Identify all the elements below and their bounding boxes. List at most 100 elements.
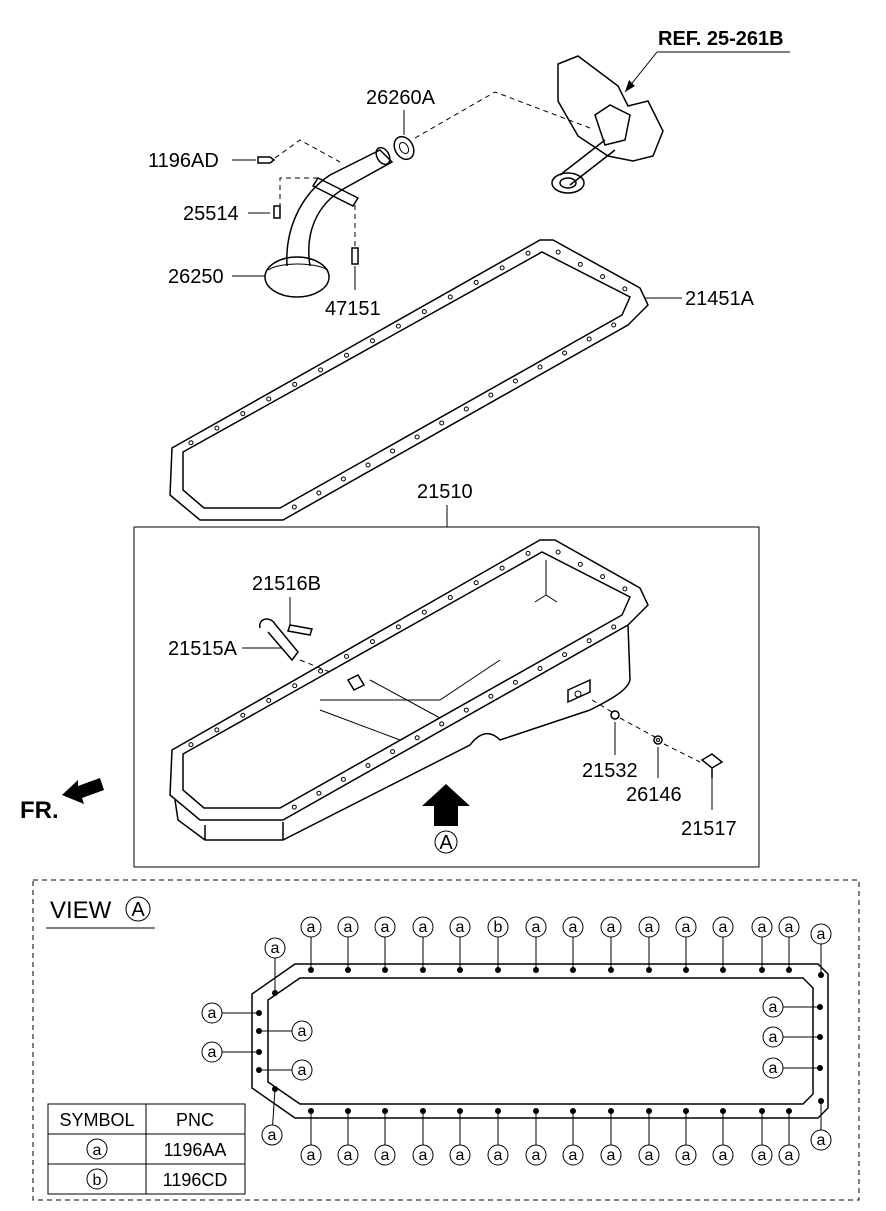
bolt-hole [600,574,606,580]
front-arrow-icon [62,778,104,804]
clip-21516B [287,624,313,636]
table-row-symbol: b [93,1172,102,1189]
bolt-hole [292,683,298,689]
view-a-panel [32,879,860,1201]
bolt-hole [291,504,297,510]
view-direction-arrow-icon [422,784,470,826]
symbol-callout-letter: a [758,919,767,936]
symbol-callout-letter: a [785,1147,794,1164]
bolt-dot [720,967,726,973]
bolt-hole [622,286,628,292]
symbol-callout-circle [525,1144,547,1166]
symbol-callout-circle [675,916,697,938]
symbol-callout-circle [449,916,471,938]
table-row-symbol-circle [86,1138,108,1160]
table-row-symbol: a [93,1142,102,1159]
symbol-callout-circle [261,1124,283,1146]
label-26250[interactable]: 26250 [168,266,224,288]
bolt-hole [537,666,543,671]
label-26260A[interactable]: 26260A [366,87,436,109]
bolt-dot [308,1108,314,1114]
bolt-hole [369,338,375,344]
bolt-dot [570,1108,576,1114]
symbol-callout-circle [374,1144,396,1166]
bolt-hole [240,411,246,417]
symbol-callout-letter: a [769,999,778,1016]
ref-label[interactable]: REF. 25-261B [658,28,784,50]
bolt-hole [439,420,445,426]
symbol-callout-letter: a [494,1147,503,1164]
bolt-hole [555,249,561,255]
label-21510[interactable]: 21510 [417,481,473,503]
bolt-dot [817,1004,823,1010]
symbol-callout-letter: a [208,1005,217,1022]
symbol-callout-circle [300,1144,322,1166]
label-26146[interactable]: 26146 [626,784,682,806]
bolt-hole [488,392,494,398]
bolt-dot [683,967,689,973]
bolt-hole [488,693,494,699]
bolt-hole [512,679,518,685]
table-row-pnc: 1196CD [163,1170,228,1190]
bolt-dot [308,967,314,973]
bolt-47151 [351,247,359,265]
bolt-hole [316,490,322,496]
bolt-hole [266,396,272,402]
bolt-hole [473,279,479,285]
symbol-callout-letter: a [381,919,390,936]
drain-plug-21517 [700,753,724,778]
bolt-hole [611,322,617,328]
oil-pan-box [133,526,760,868]
bolt-dot [272,990,278,996]
label-21515A[interactable]: 21515A [168,638,238,660]
label-1196AD[interactable]: 1196AD [148,150,219,172]
symbol-callout-letter: a [456,919,465,936]
bolt-dot [272,1086,278,1092]
bolt-hole [499,265,505,271]
symbol-table [47,1103,246,1195]
label-25514[interactable]: 25514 [183,203,239,225]
table-row-symbol-circle [86,1168,108,1190]
bolt-hole [240,712,246,718]
view-marker-letter: A [439,832,453,854]
bolt-dot [533,967,539,973]
symbol-callout-circle [487,1144,509,1166]
bolt-dot [495,967,501,973]
label-21532[interactable]: 21532 [582,760,638,782]
label-21517[interactable]: 21517 [681,818,737,840]
bolt-hole [188,742,194,748]
bolt-dot [818,972,824,978]
symbol-callout-letter: a [607,1147,616,1164]
symbol-callout-letter: a [569,1147,578,1164]
bolt-hole [365,462,371,468]
bolt-hole [463,406,469,412]
bolt-dot [256,1067,262,1073]
bolt-dot [533,1108,539,1114]
symbol-callout-circle [751,916,773,938]
symbol-callout-letter: a [607,919,616,936]
bolt-hole [214,727,220,733]
bolt-hole [586,638,592,644]
symbol-callout-circle [300,916,322,938]
ref-arrow-icon [625,80,635,92]
bolt-hole [600,274,606,280]
symbol-callout-letter: a [307,1147,316,1164]
symbol-callout-circle [762,1057,784,1079]
symbol-callout-circle [291,1059,313,1081]
symbol-callout-circle [449,1144,471,1166]
label-21451A[interactable]: 21451A [685,288,755,310]
label-47151[interactable]: 47151 [325,298,381,320]
symbol-callout-letter: a [532,1147,541,1164]
label-21516B[interactable]: 21516B [252,573,321,595]
bolt-dot [420,1108,426,1114]
symbol-callout-circle [638,1144,660,1166]
bolt-hole [473,580,479,586]
bottom-view-pan [251,963,829,1119]
table-header-pnc: PNC [176,1110,214,1130]
view-letter: A [131,899,145,921]
bolt-hole [525,250,531,256]
symbol-callout-circle [525,916,547,938]
symbol-callout-circle [291,1020,313,1042]
